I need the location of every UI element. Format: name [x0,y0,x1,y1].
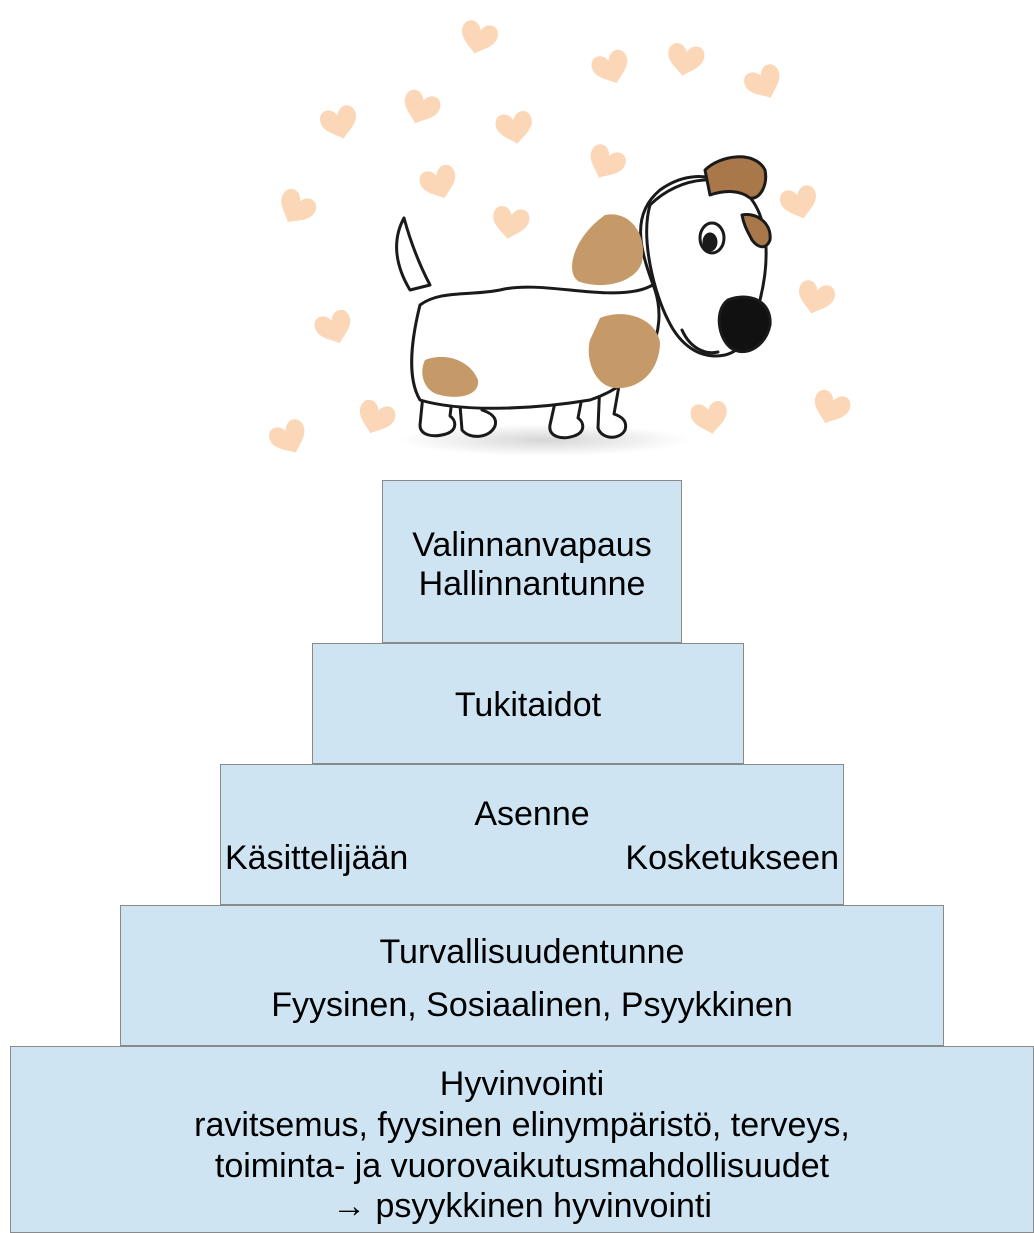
tier-base: Hyvinvointi ravitsemus, fyysinen elinymp… [10,1046,1034,1233]
tier-2: Tukitaidot [312,643,744,764]
tier-3-left: Käsittelijään [225,839,408,877]
tier-4: Turvallisuudentunne Fyysinen, Sosiaaline… [120,905,944,1046]
tier-2-title: Tukitaidot [313,686,743,724]
tier-3: Asenne Käsittelijään Kosketukseen [220,764,844,905]
tier-4-title: Turvallisuudentunne [121,933,943,971]
tier-top-line2: Hallinnantunne [383,565,681,603]
tier-base-title: Hyvinvointi [11,1065,1033,1103]
tier-top-line1: Valinnanvapaus [383,526,681,564]
tier-3-right: Kosketukseen [625,839,839,877]
tier-4-subtitle: Fyysinen, Sosiaalinen, Psyykkinen [121,986,943,1024]
tier-3-title: Asenne [221,795,843,833]
tier-base-line4: → psyykkinen hyvinvointi [11,1187,1033,1225]
dog-illustration [0,0,1034,480]
dog [397,157,771,438]
tier-top: Valinnanvapaus Hallinnantunne [382,480,682,643]
tier-base-line3: toiminta- ja vuorovaikutusmahdollisuudet [11,1147,1033,1185]
tier-base-line2: ravitsemus, fyysinen elinympäristö, terv… [11,1106,1033,1144]
